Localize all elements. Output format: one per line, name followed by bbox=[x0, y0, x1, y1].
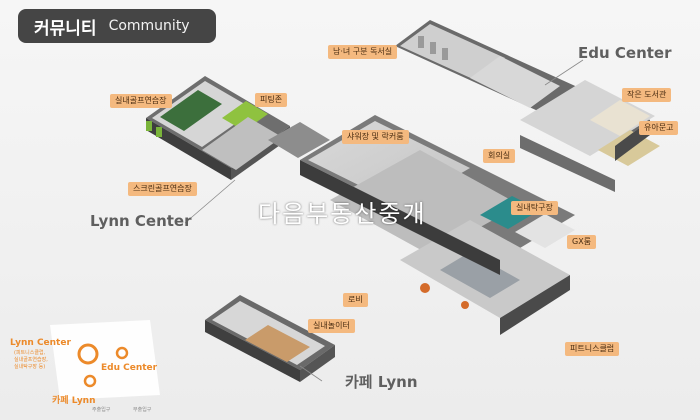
tag-small-library: 작은 도서관 bbox=[622, 88, 672, 102]
label-leader-lines bbox=[184, 59, 584, 382]
minimap-sub-entrance: 부출입구 bbox=[133, 407, 152, 413]
tag-shower-locker: 샤워장 및 락커룸 bbox=[342, 130, 409, 144]
tag-fitting-zone: 피팅존 bbox=[255, 93, 288, 107]
label-edu-center: Edu Center bbox=[578, 44, 672, 62]
golf-wing-building bbox=[146, 76, 290, 180]
tag-lobby: 로비 bbox=[343, 293, 368, 307]
tag-indoor-golf: 실내골프연습장 bbox=[110, 94, 172, 108]
tag-table-tennis: 실내탁구장 bbox=[511, 201, 558, 215]
watermark: 다음부동산중개 bbox=[258, 200, 427, 228]
tag-study-room: 남·녀 구분 독서실 bbox=[328, 45, 398, 59]
minimap-main-entrance: 주출입구 bbox=[92, 407, 111, 413]
tag-gx-room: GX룸 bbox=[567, 235, 597, 249]
corridor-link bbox=[268, 122, 330, 158]
minimap-cafe-title: 카페 Lynn bbox=[52, 396, 96, 406]
minimap-lynn-title: Lynn Center bbox=[10, 338, 71, 348]
minimap-lynn-sub-2: 실내골프연습장, bbox=[14, 357, 48, 363]
site-minimap bbox=[50, 320, 160, 400]
tag-indoor-playground: 실내놀이터 bbox=[308, 319, 355, 333]
tag-nursery-library: 유아문고 bbox=[639, 121, 679, 135]
tag-fitness-club: 피트니스클럽 bbox=[565, 342, 620, 356]
cafe-lynn-building bbox=[205, 295, 335, 382]
tag-meeting-room: 회의실 bbox=[483, 149, 516, 163]
tag-screen-golf: 스크린골프연습장 bbox=[128, 182, 197, 196]
section-title-english: Community bbox=[108, 18, 190, 34]
label-cafe-lynn: 카페 Lynn bbox=[345, 373, 418, 391]
label-lynn-center: Lynn Center bbox=[90, 212, 192, 230]
edu-center-building bbox=[395, 20, 660, 192]
section-title-korean: 커뮤니티 bbox=[34, 18, 97, 39]
minimap-lynn-sub-1: (피트니스클럽, bbox=[14, 350, 46, 356]
section-title: 커뮤니티 Community bbox=[18, 9, 216, 43]
minimap-edu-title: Edu Center bbox=[101, 363, 158, 373]
lynn-center-building bbox=[300, 115, 575, 335]
minimap-lynn-sub-3: 실내탁구장 등) bbox=[14, 364, 46, 370]
